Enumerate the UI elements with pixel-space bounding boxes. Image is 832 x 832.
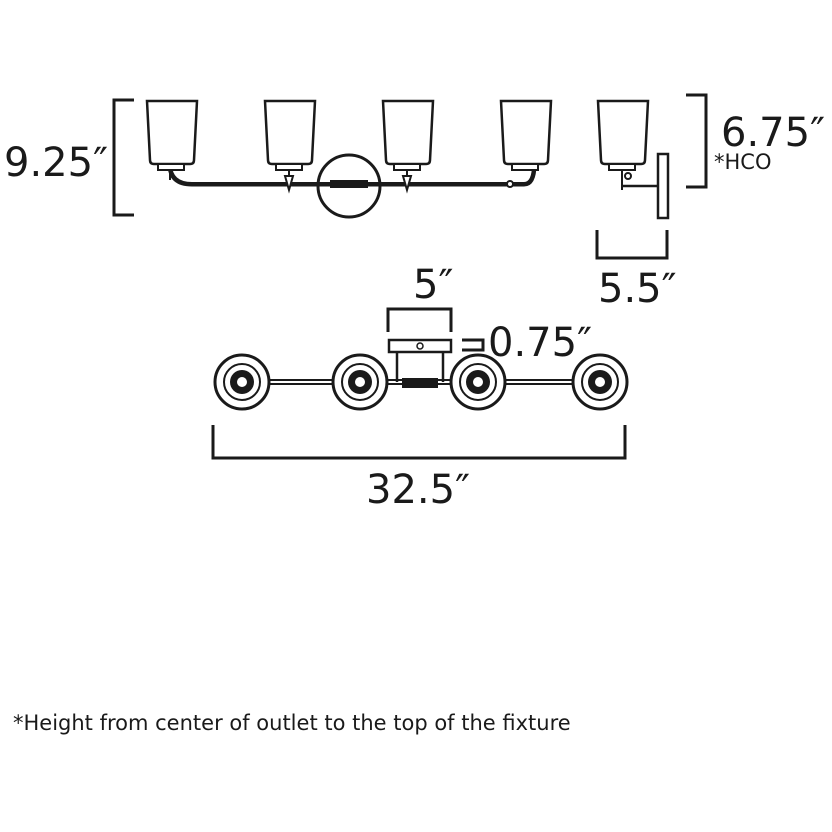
overall-width-bracket <box>211 425 627 460</box>
shade-2 <box>263 99 317 194</box>
side-elevation: 6.75″ *HCO 5.5″ <box>595 93 825 312</box>
extension-bracket <box>595 230 669 260</box>
top-knurl <box>402 378 438 388</box>
backplate-width-label: 5″ <box>413 262 453 308</box>
center-ring <box>316 153 382 219</box>
overall-height-label: 9.25″ <box>4 140 108 186</box>
center-knurl <box>330 180 368 188</box>
backplate-depth-bracket <box>462 338 485 352</box>
top-shade-4 <box>571 353 629 411</box>
top-shade-1 <box>213 353 271 411</box>
top-view: 5″ 0.75″ <box>211 262 629 513</box>
height-bracket <box>112 98 134 217</box>
side-backplate <box>656 152 670 220</box>
top-shade-3 <box>449 353 507 411</box>
top-shade-2 <box>331 353 389 411</box>
overall-width-label: 32.5″ <box>366 467 470 513</box>
side-shade <box>596 99 650 166</box>
front-elevation: 9.25″ <box>4 98 553 219</box>
hco-value-label: 6.75″ <box>721 110 825 156</box>
extension-label: 5.5″ <box>598 266 677 312</box>
backplate-depth-label: 0.75″ <box>488 320 592 366</box>
shade-4 <box>499 99 553 188</box>
shade-1 <box>145 99 199 180</box>
shade-3 <box>381 99 435 194</box>
hco-abbrev-label: *HCO <box>714 150 771 174</box>
footnote: *Height from center of outlet to the top… <box>13 711 571 735</box>
backplate-width-bracket <box>386 307 453 332</box>
hco-bracket <box>686 93 708 189</box>
